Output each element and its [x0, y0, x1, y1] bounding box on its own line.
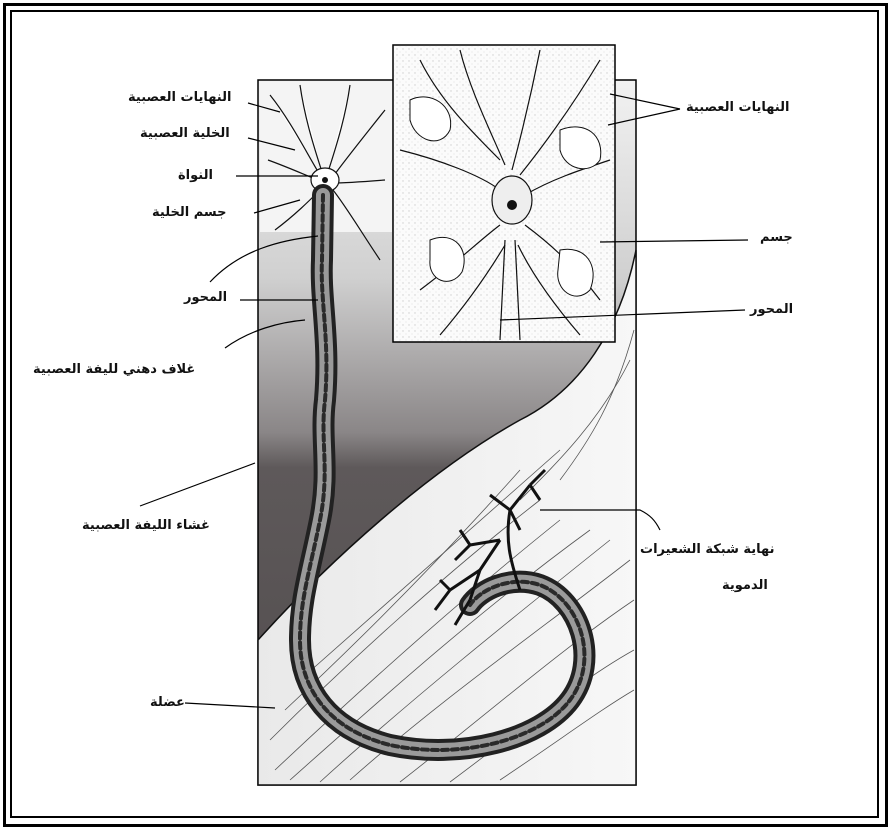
small-nucleus [322, 177, 328, 183]
label-capillary-end-line1: نهاية شبكة الشعيرات [640, 542, 775, 558]
label-nerve-cell: الخلية العصبية [140, 126, 230, 142]
label-capillary-end-line2: الدموية [722, 578, 768, 594]
label-fiber-membrane: غشاء الليفة العصبية [82, 518, 210, 534]
label-nerve-endings-right: النهايات العصبية [686, 100, 789, 116]
label-axon-left: المحور [184, 290, 227, 306]
label-muscle: عضلة [150, 695, 185, 711]
label-nucleus: النواة [178, 168, 213, 184]
label-cell-body: جسم الخلية [152, 205, 227, 221]
label-myelin-sheath: غلاف دهني لليفة العصبية [33, 362, 195, 378]
label-nerve-endings-left: النهايات العصبية [128, 90, 231, 106]
label-body: جسم [760, 230, 793, 246]
label-axon-right: المحور [750, 302, 793, 318]
